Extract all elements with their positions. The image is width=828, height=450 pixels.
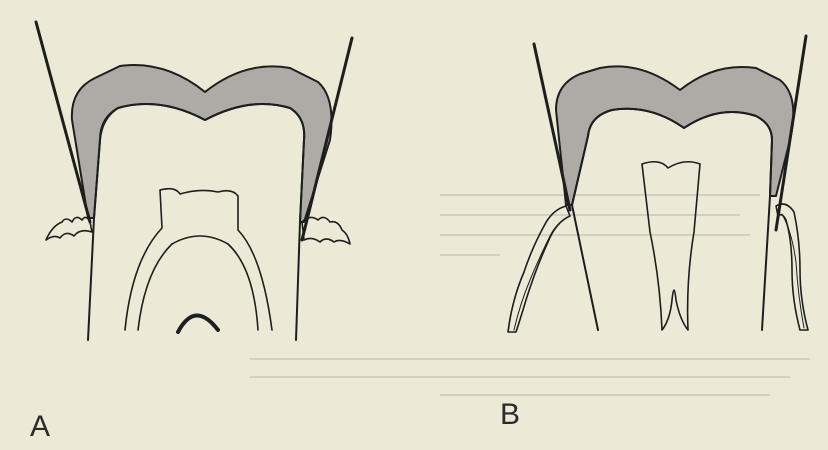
panel-b-drawing xyxy=(508,36,808,332)
panel-a-left-root-wall xyxy=(88,218,94,340)
panel-a-drawing xyxy=(36,22,352,340)
panel-a-pulp-chamber xyxy=(125,189,272,330)
panel-a-right-gingiva xyxy=(302,217,350,244)
panel-a-left-gingiva xyxy=(46,217,92,240)
panel-b-left-gingiva xyxy=(508,206,570,332)
panel-a-lower-curve xyxy=(178,315,218,332)
panel-a-crown-enamel xyxy=(72,65,332,222)
panel-b-right-gingiva xyxy=(776,204,808,330)
panel-a-crown-inner-line xyxy=(94,104,304,222)
panel-b-pulp-canal xyxy=(642,162,700,330)
panel-a-right-root-wall xyxy=(296,222,300,340)
panel-b-left-root-wall xyxy=(572,205,598,330)
panel-b-crown-inner-line xyxy=(572,109,772,205)
panel-b-label: B xyxy=(500,398,520,432)
panel-a-label: A xyxy=(30,410,50,444)
panel-b-crown-enamel xyxy=(556,66,793,205)
panel-b-right-root-wall xyxy=(762,196,770,330)
